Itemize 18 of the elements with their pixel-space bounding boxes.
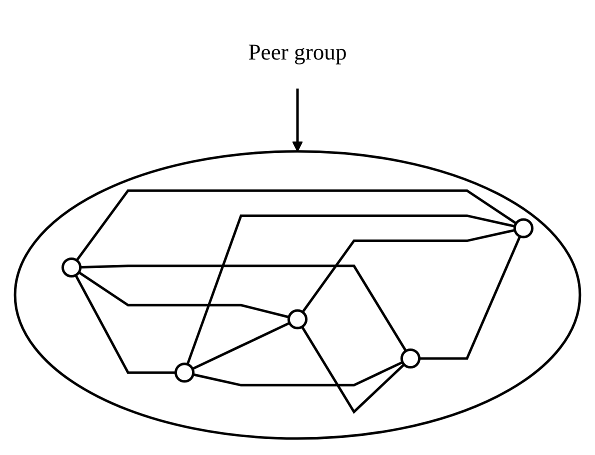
arrow bbox=[292, 88, 304, 152]
connector bbox=[186, 214, 515, 364]
connector bbox=[78, 271, 289, 318]
node-circle bbox=[287, 308, 308, 330]
connector bbox=[80, 264, 407, 351]
cluster bbox=[14, 150, 582, 440]
node-circle bbox=[400, 348, 421, 368]
connector bbox=[192, 322, 290, 370]
node-circle bbox=[62, 257, 82, 278]
connector bbox=[74, 274, 176, 374]
node-circle bbox=[513, 218, 534, 238]
node-text: Peer group bbox=[248, 39, 347, 64]
connector bbox=[301, 326, 404, 414]
node-circle bbox=[174, 362, 195, 382]
connector bbox=[193, 361, 402, 386]
connector bbox=[420, 236, 521, 360]
connector bbox=[302, 228, 515, 312]
connector bbox=[76, 189, 516, 260]
